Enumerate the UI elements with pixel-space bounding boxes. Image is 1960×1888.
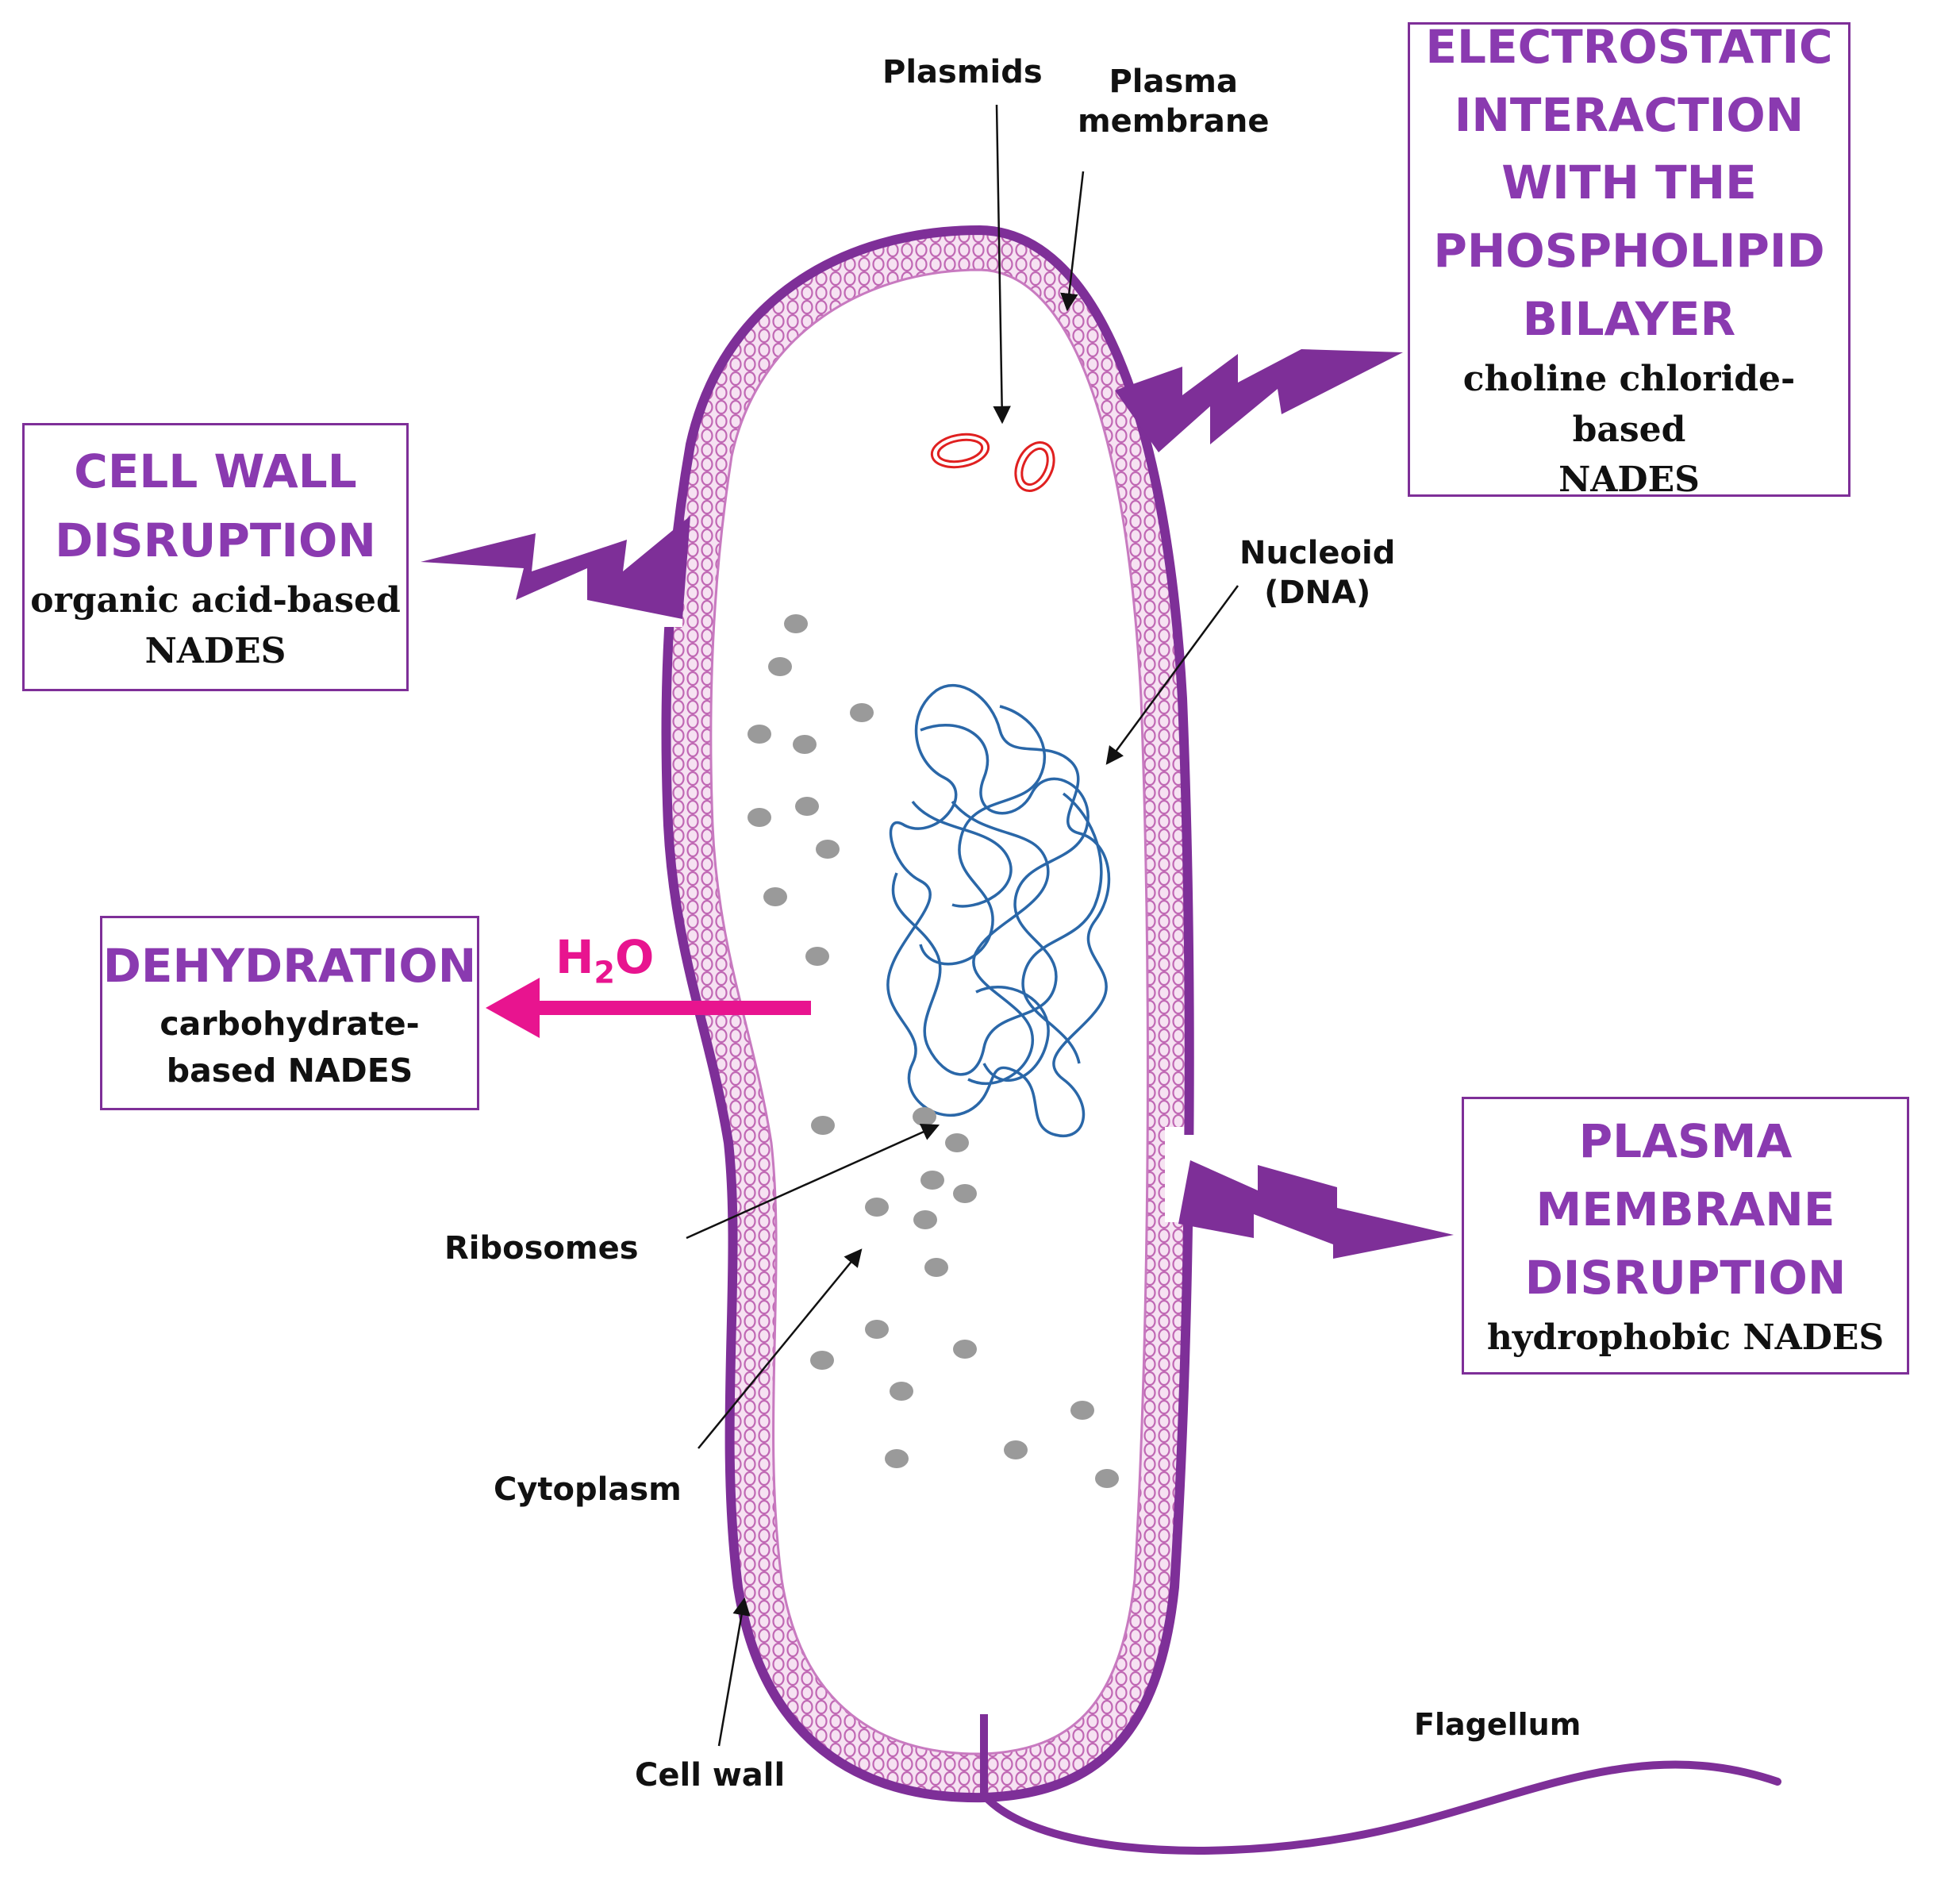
leader-lines [686, 104, 1239, 1747]
electrostatic-interaction-box: ELECTROSTATIC INTERACTION WITH THE PHOSP… [1408, 20, 1850, 500]
ribosomes-label: Ribosomes [444, 1230, 639, 1267]
ribosomes [747, 614, 1119, 1488]
electrostatic-bolt [1115, 349, 1403, 452]
cytoplasm-leader [698, 1248, 863, 1449]
dehydration-subtitle: carbohydrate- based NADES [159, 1004, 420, 1090]
flagellum-label: Flagellum [1414, 1707, 1581, 1742]
plasma-membrane-disruption-title: PLASMA MEMBRANE DISRUPTION [1524, 1114, 1847, 1305]
cell-wall-disruption-box: CELL WALL DISRUPTION organic acid-based … [22, 423, 409, 691]
cytoplasm-label: Cytoplasm [494, 1471, 682, 1508]
nucleoid-dna [886, 684, 1111, 1138]
nucleoid-leader [1105, 585, 1239, 765]
cell-wall-disruption-subtitle: organic acid-based NADES [30, 580, 401, 671]
nucleoid-label: Nucleoid (DNA) [1239, 535, 1396, 611]
plasmids-label: Plasmids [882, 54, 1043, 90]
water-label: H2O [555, 930, 655, 990]
water-efflux-arrow [486, 978, 811, 1038]
dehydration-title: DEHYDRATION [102, 938, 477, 993]
plasma-membrane-disruption-box: PLASMA MEMBRANE DISRUPTION hydrophobic N… [1462, 1097, 1909, 1375]
plasmids-leader [993, 104, 1011, 425]
dehydration-box: DEHYDRATION carbohydrate- based NADES [100, 916, 479, 1110]
plasma-membrane-disruption-subtitle: hydrophobic NADES [1486, 1317, 1885, 1358]
cell-wall-disruption-title: CELL WALL DISRUPTION [55, 444, 376, 568]
cell-wall-disruption-bolt [421, 516, 690, 619]
cell-wall-leader [717, 1597, 751, 1747]
plasma-membrane-leader [1060, 171, 1085, 312]
flagellum [980, 1760, 1781, 1855]
electrostatic-title: ELECTROSTATIC INTERACTION WITH THE PHOSP… [1425, 19, 1833, 347]
plasma-membrane-disruption-bolt [1178, 1160, 1454, 1259]
cell-wall-label: Cell wall [635, 1757, 786, 1794]
electrostatic-subtitle: choline chloride-based NADES [1462, 358, 1796, 501]
ribosomes-leader [686, 1124, 940, 1240]
plasma-membrane-label: Plasma membrane [1078, 63, 1270, 140]
plasmids [930, 433, 1055, 492]
